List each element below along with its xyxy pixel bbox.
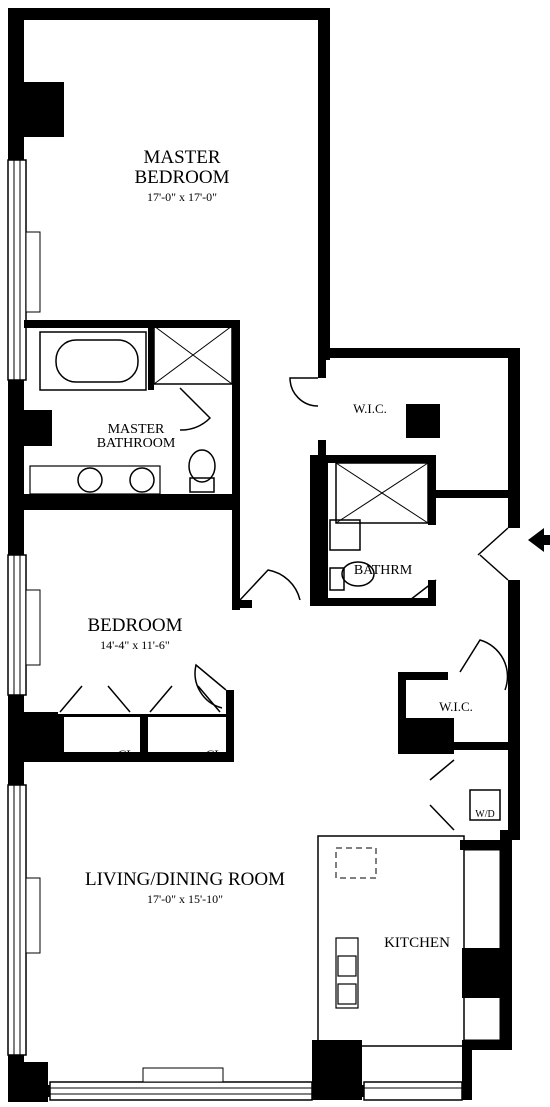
interior-walls	[24, 320, 520, 1047]
wic-upper-label: W.I.C.	[340, 388, 400, 415]
room-name: KITCHEN	[384, 934, 450, 951]
room-name: MASTER BEDROOM	[134, 146, 230, 188]
closet-left-label: CL	[108, 734, 144, 761]
room-dimensions: 17'-0" x 17'-0"	[146, 189, 218, 204]
master-bathroom-label: MASTER BATHROOM	[76, 408, 196, 452]
room-name: W/D	[475, 808, 495, 820]
room-name: BATHRM	[353, 562, 413, 578]
wic-lower-label: W.I.C.	[426, 686, 486, 713]
room-name: W.I.C.	[439, 698, 473, 714]
room-name: CL	[205, 746, 223, 762]
fixtures	[29, 325, 501, 1005]
living-dining-label: LIVING/DINING ROOM 17'-0" x 15'-10"	[60, 850, 310, 925]
bedroom-label: BEDROOM 14'-4" x 11'-6"	[60, 596, 210, 671]
windows	[7, 159, 463, 1101]
room-dimensions: 14'-4" x 11'-6"	[100, 637, 170, 652]
room-name: W.I.C.	[353, 400, 387, 416]
room-name: MASTER BATHROOM	[96, 421, 176, 452]
doors	[59, 377, 509, 831]
master-bedroom-label: MASTER BEDROOM 17'-0" x 17'-0"	[112, 128, 252, 223]
washer-dryer-label: W/D	[470, 799, 500, 820]
columns	[8, 82, 454, 1102]
closet-right-label: CL	[196, 734, 232, 761]
room-name: CL	[117, 746, 135, 762]
bathroom-label: BATHRM	[346, 549, 420, 578]
entrance-arrow	[528, 528, 550, 552]
room-name: BEDROOM	[87, 614, 183, 636]
room-name: LIVING/DINING ROOM	[84, 868, 285, 890]
kitchen-label: KITCHEN	[370, 920, 464, 952]
room-dimensions: 17'-0" x 15'-10"	[146, 891, 224, 906]
